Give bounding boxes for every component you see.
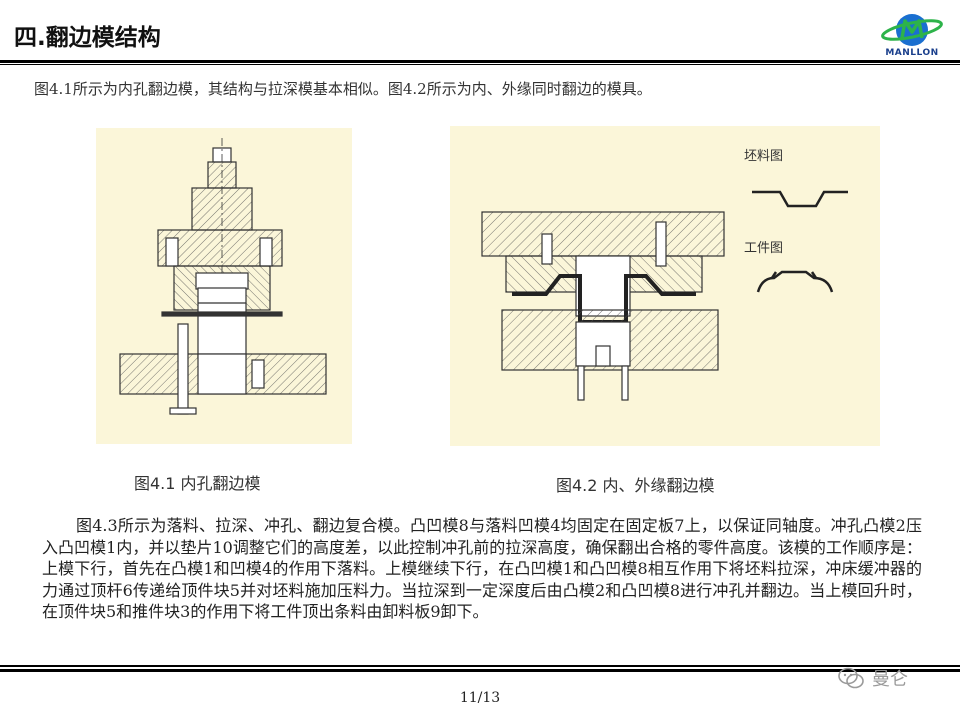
footer-rule-thick	[0, 669, 960, 672]
wechat-icon	[838, 667, 864, 689]
figure-4-2-panel: 坯料图 工件图	[450, 126, 880, 446]
figure-4-2-caption: 图4.2 内、外缘翻边模	[556, 476, 715, 495]
logo-text: MANLLON	[885, 48, 939, 58]
figure-4-1-caption: 图4.1 内孔翻边模	[134, 474, 261, 493]
figure-4-1-drawing	[119, 138, 327, 415]
figure-4-1-panel	[96, 128, 352, 444]
header: 四.翻边模结构 MANLLON	[0, 0, 960, 62]
header-rule-thin	[0, 64, 960, 65]
intro-paragraph: 图4.1所示为内孔翻边模，其结构与拉深模基本相似。图4.2所示为内、外缘同时翻边…	[34, 80, 652, 98]
page-title: 四.翻边模结构	[14, 25, 161, 51]
manllon-logo: MANLLON	[870, 8, 954, 60]
header-rule-thick	[0, 60, 960, 63]
part-label: 工件图	[744, 241, 783, 256]
wechat-watermark: 曼仑	[838, 664, 908, 692]
part-diagram	[756, 270, 834, 293]
watermark-text: 曼仑	[872, 669, 908, 690]
figure-4-2-drawing: 坯料图 工件图	[481, 149, 848, 401]
blank-diagram	[752, 190, 848, 208]
body-paragraph: 图4.3所示为落料、拉深、冲孔、翻边复合模。凸凹模8与落料凹模4均固定在固定板7…	[42, 516, 922, 621]
page-number: 11/13	[459, 690, 501, 706]
blank-label: 坯料图	[744, 149, 783, 164]
footer-rule-thin	[0, 665, 960, 667]
logo-globe-icon	[881, 14, 943, 46]
